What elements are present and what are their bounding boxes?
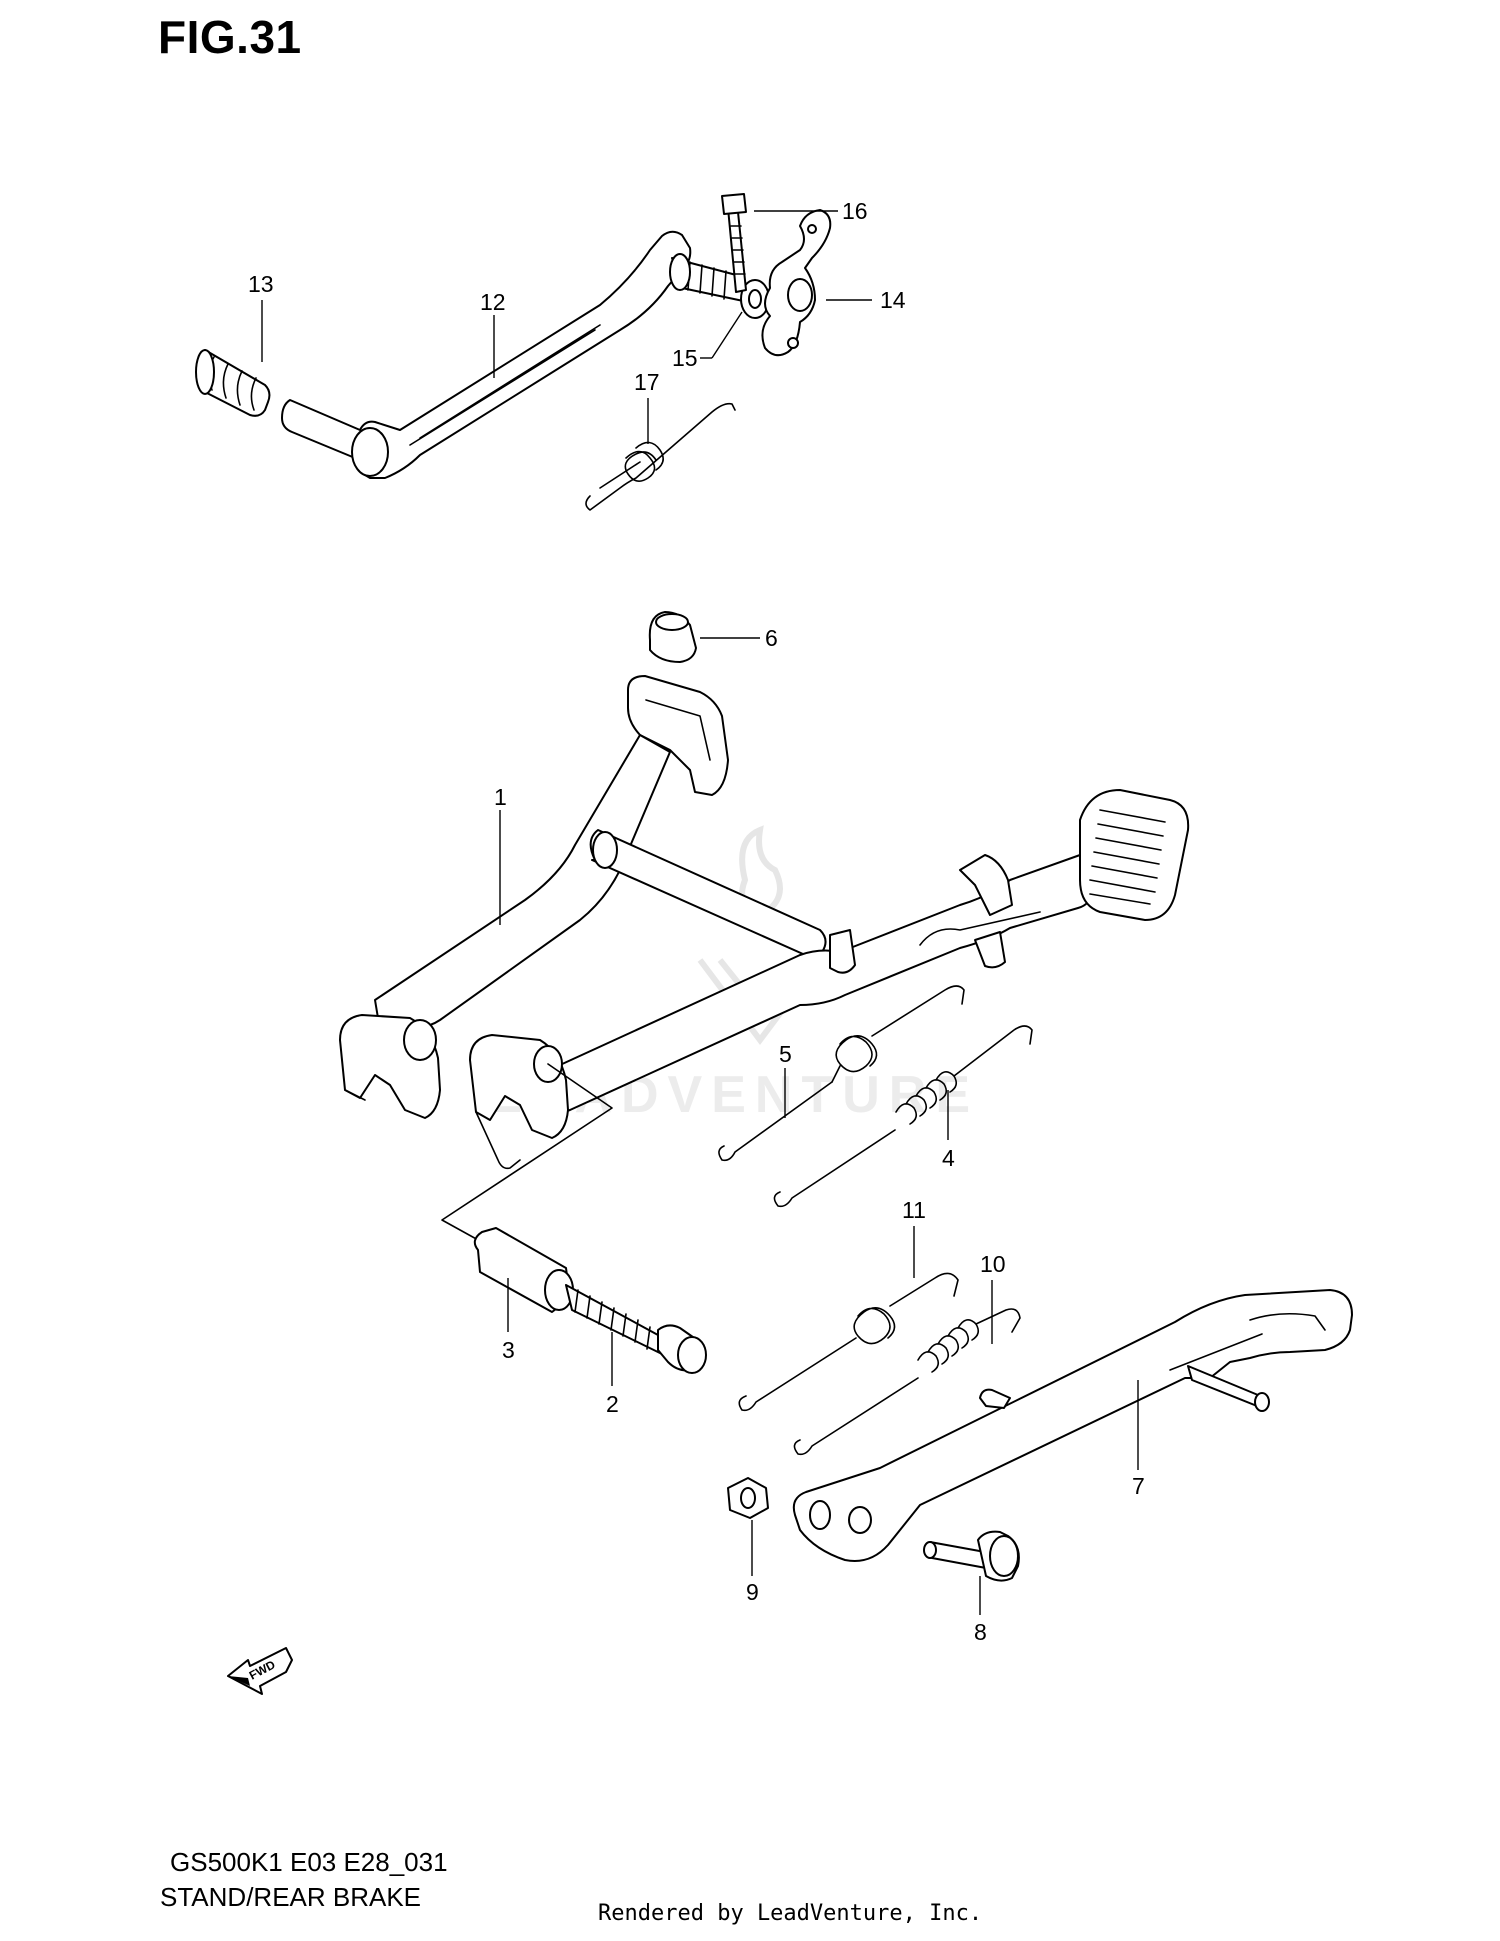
part-14-brake-lever[interactable] xyxy=(761,209,832,357)
callout-6: 6 xyxy=(765,625,778,651)
callout-12: 12 xyxy=(480,289,506,315)
callout-5: 5 xyxy=(779,1041,792,1067)
callout-13: 13 xyxy=(248,271,274,297)
callout-17: 17 xyxy=(634,369,660,395)
callout-labels: 1 2 3 4 5 6 7 8 9 10 11 12 13 14 15 16 1… xyxy=(248,198,1145,1645)
leader-lines xyxy=(261,210,1139,1615)
part-10-spring[interactable] xyxy=(793,1308,1021,1456)
fwd-direction-badge: FWD xyxy=(227,1647,293,1695)
part-9-nut[interactable] xyxy=(727,1477,769,1519)
part-1-center-stand[interactable] xyxy=(339,675,1190,1170)
part-15-washer[interactable] xyxy=(740,279,770,319)
part-13-footrest-rubber[interactable] xyxy=(195,349,271,417)
callout-14: 14 xyxy=(880,287,906,313)
part-7-side-stand[interactable] xyxy=(792,1289,1353,1562)
render-credit: Rendered by LeadVenture, Inc. xyxy=(598,1901,983,1926)
callout-3: 3 xyxy=(502,1337,515,1363)
callout-9: 9 xyxy=(746,1579,759,1605)
center-stand-group xyxy=(339,611,1190,1374)
callout-1: 1 xyxy=(494,784,507,810)
callout-11: 11 xyxy=(902,1197,926,1223)
part-16-bolt[interactable] xyxy=(721,193,747,293)
callout-8: 8 xyxy=(974,1619,987,1645)
callout-4: 4 xyxy=(942,1145,955,1171)
section-name: STAND/REAR BRAKE xyxy=(160,1882,422,1912)
brake-pedal-group xyxy=(195,193,832,511)
part-17-return-spring[interactable] xyxy=(585,402,736,511)
figure-title: FIG.31 xyxy=(158,11,302,63)
part-6-stopper[interactable] xyxy=(648,611,697,663)
callout-16: 16 xyxy=(842,198,868,224)
part-8-bolt[interactable] xyxy=(923,1530,1020,1582)
part-2-bolt[interactable] xyxy=(565,1284,707,1374)
part-3-collar[interactable] xyxy=(473,1227,574,1313)
callout-7: 7 xyxy=(1132,1473,1145,1499)
callout-10: 10 xyxy=(980,1251,1006,1277)
part-5-spring[interactable] xyxy=(718,985,965,1162)
callout-2: 2 xyxy=(606,1391,619,1417)
model-code: GS500K1 E03 E28_031 xyxy=(170,1847,448,1877)
callout-15: 15 xyxy=(672,345,698,371)
part-4-spring[interactable] xyxy=(773,1025,1033,1208)
part-11-spring[interactable] xyxy=(738,1272,959,1412)
part-12-brake-pedal[interactable] xyxy=(281,230,749,479)
side-stand-group xyxy=(727,1272,1353,1582)
